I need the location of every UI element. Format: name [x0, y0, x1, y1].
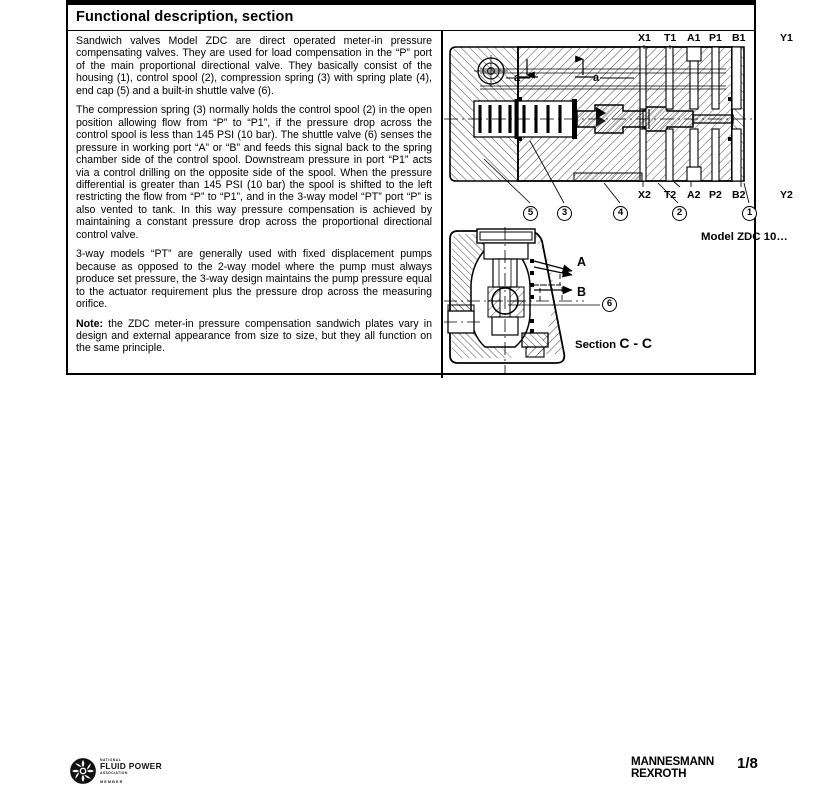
port-label-y2: Y2	[780, 189, 793, 201]
figure-section-cc: A B 6 Section C - C	[444, 227, 756, 377]
port-label-p2: P2	[709, 189, 722, 201]
document-page: Functional description, section Sandwich…	[66, 0, 793, 378]
figure-column: X1 T1 A1 P1 B1 Y1 a a X2 T2 A2 P2 B2 Y2 …	[444, 31, 793, 378]
paragraph-2: The compression spring (3) normally hold…	[76, 104, 432, 241]
callout-4: 4	[613, 206, 628, 221]
sectional-view-linework	[444, 45, 756, 204]
figure-sectional-view: X1 T1 A1 P1 B1 Y1 a a X2 T2 A2 P2 B2 Y2 …	[444, 31, 793, 243]
port-label-a2: A2	[687, 189, 701, 201]
paragraph-3: 3-way models “PT” are generally used wit…	[76, 248, 432, 311]
section-cc-linework	[444, 227, 600, 375]
note-text: the ZDC meter-in pressure compensation s…	[76, 317, 432, 355]
brand-wordmark: MANNESMANN REXROTH	[631, 756, 714, 779]
nfpa-line-member: MEMBER	[100, 780, 124, 784]
nfpa-line-association: ASSOCIATION	[100, 771, 128, 775]
note-paragraph: Note: the ZDC meter-in pressure compensa…	[76, 318, 432, 355]
figure-top-caption: Model ZDC 10…	[701, 231, 788, 243]
flow-label-a: A	[577, 255, 587, 269]
callout-3: 3	[557, 206, 572, 221]
callout-6: 6	[602, 297, 617, 312]
callout-5: 5	[523, 206, 538, 221]
port-label-t1: T1	[664, 32, 677, 44]
port-label-a1: A1	[687, 32, 701, 44]
section-caption-main: C - C	[619, 335, 652, 351]
figure-bottom-caption: Section C - C	[575, 335, 652, 351]
port-label-b2: B2	[732, 189, 746, 201]
callout-1: 1	[742, 206, 757, 221]
nfpa-logo-wordmark: NATIONAL FLUID POWER ASSOCIATION MEMBER	[100, 758, 210, 785]
note-label: Note:	[76, 317, 104, 330]
column-divider	[441, 31, 443, 378]
nfpa-logo-icon	[70, 758, 96, 784]
section-caption-prefix: Section	[575, 339, 620, 351]
brand-line-mannesmann: MANNESMANN	[631, 755, 715, 768]
dim-label-a-right: a	[593, 72, 600, 84]
dim-label-a-left: a	[514, 72, 521, 84]
flow-label-b: B	[577, 285, 587, 299]
port-label-p1: P1	[709, 32, 722, 44]
brand-line-rexroth: REXROTH	[631, 766, 687, 780]
nfpa-line-fluidpower: FLUID POWER	[100, 761, 162, 771]
callout-2: 2	[672, 206, 687, 221]
page-footer: NATIONAL FLUID POWER ASSOCIATION MEMBER …	[0, 375, 818, 784]
port-label-x1: X1	[638, 32, 651, 44]
port-label-t2: T2	[664, 189, 677, 201]
title-band: Functional description, section	[68, 5, 754, 31]
paragraph-1: Sandwich valves Model ZDC are direct ope…	[76, 35, 432, 97]
page-number: 1/8	[737, 755, 758, 772]
port-label-y1: Y1	[780, 32, 793, 44]
page-title: Functional description, section	[76, 9, 294, 25]
port-label-b1: B1	[732, 32, 746, 44]
port-label-x2: X2	[638, 189, 651, 201]
body-text-column: Sandwich valves Model ZDC are direct ope…	[76, 35, 432, 355]
